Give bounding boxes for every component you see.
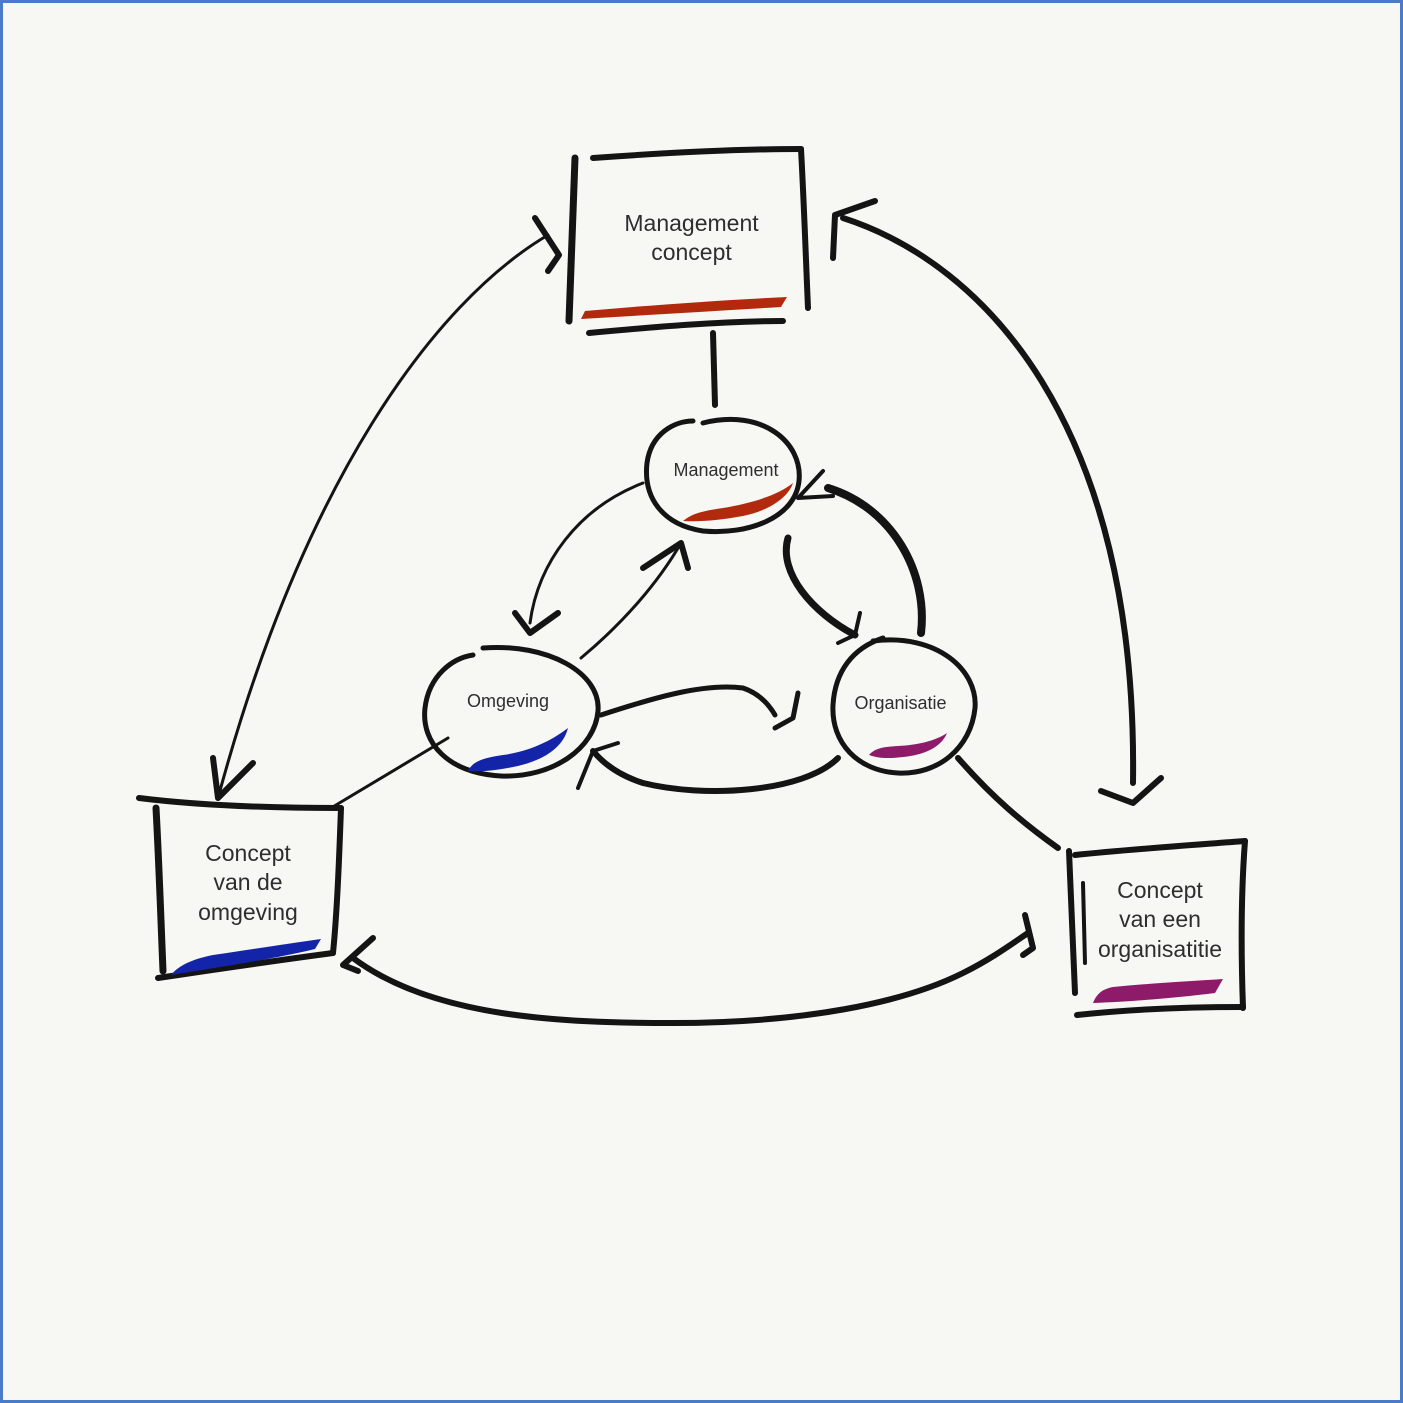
arrowhead-icon	[640, 540, 691, 571]
arrow-management-to-omgeving	[512, 481, 645, 636]
arrow-omgeving-organisatie-concepts	[340, 912, 1036, 1026]
box-concept-organisatie[interactable]	[1066, 838, 1248, 1018]
arrow-management-concept-organisatie	[830, 198, 1164, 806]
box-edge	[330, 805, 344, 956]
arrowhead-icon	[830, 198, 878, 261]
arrow-management-to-organisatie	[782, 534, 862, 645]
box-edge	[1066, 848, 1078, 996]
circle-outline	[422, 644, 601, 779]
circle-omgeving[interactable]	[422, 644, 601, 779]
arrowhead-icon	[772, 690, 801, 731]
management-color-swatch	[581, 297, 787, 319]
arrowhead-icon	[836, 611, 862, 645]
arrowhead-icon	[340, 935, 376, 974]
concept-organisatie-label: Concept van een organisatitie	[1097, 877, 1223, 962]
connector-line	[528, 481, 645, 625]
box-edge	[590, 146, 804, 161]
connector-line	[598, 684, 778, 718]
box-edge	[1238, 838, 1248, 1011]
circle-management[interactable]	[644, 416, 802, 535]
organisatie-color-swatch	[1093, 979, 1223, 1003]
box-edge	[1074, 1004, 1246, 1018]
management-color-swatch	[683, 483, 793, 522]
arrowhead-icon	[512, 610, 561, 636]
arrow-organisatie-to-management	[796, 469, 926, 637]
arrowhead-icon	[796, 469, 835, 500]
omgeving-circle-label: Omgeving	[466, 691, 550, 711]
box-edge	[1072, 838, 1248, 858]
arrowhead-icon	[576, 741, 620, 790]
box-edge	[1081, 881, 1087, 965]
box-edge	[586, 318, 786, 336]
box-concept-omgeving[interactable]	[136, 795, 344, 981]
arrow-omgeving-to-organisatie	[598, 684, 801, 731]
box-edge	[565, 154, 579, 325]
connector-management-concept-management	[710, 330, 718, 408]
arrowhead-icon	[210, 755, 256, 801]
connector-organisatie-concept	[955, 755, 1061, 851]
omgeving-color-swatch	[171, 939, 321, 975]
circle-outline	[830, 635, 978, 776]
arrowhead-icon	[532, 215, 562, 274]
arrow-omgeving-to-management	[579, 540, 691, 660]
diagram-canvas	[136, 146, 1248, 1026]
management-concept-label: Management concept	[624, 210, 759, 266]
connector-line	[824, 484, 926, 637]
connector-line	[782, 534, 859, 639]
box-edge	[136, 795, 344, 811]
connector-line	[840, 215, 1137, 786]
arrowhead-icon	[1098, 775, 1164, 806]
connector-line	[350, 930, 1031, 1026]
connector-line	[590, 748, 841, 794]
arrow-management-concept-omgeving	[210, 215, 562, 801]
management-circle-label: Management	[673, 460, 779, 480]
box-edge	[798, 146, 811, 311]
organisatie-circle-label: Organisatie	[854, 693, 947, 713]
circle-organisatie[interactable]	[830, 635, 978, 776]
concept-omgeving-label: Concept van de omgeving	[198, 840, 298, 925]
arrowhead-icon	[1020, 912, 1036, 958]
connector-line	[579, 541, 683, 660]
circle-outline	[644, 416, 802, 535]
omgeving-color-swatch	[468, 728, 568, 772]
box-edge	[155, 950, 336, 981]
organisatie-color-swatch	[869, 733, 947, 759]
connector-line	[216, 233, 550, 800]
connector-omgeving-concept	[329, 736, 450, 810]
box-edge	[152, 804, 167, 975]
box-management-concept[interactable]	[565, 146, 811, 336]
arrow-organisatie-to-omgeving	[576, 741, 841, 794]
